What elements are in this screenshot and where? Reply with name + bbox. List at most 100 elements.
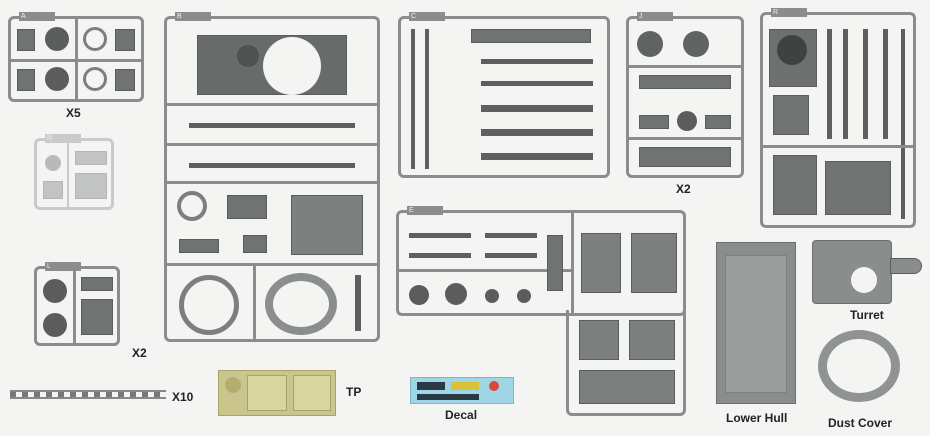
decal-sheet bbox=[410, 377, 514, 404]
cupola bbox=[677, 111, 697, 131]
sprue-letter-a: A bbox=[19, 12, 55, 21]
dust-cover bbox=[818, 330, 900, 402]
fender-part bbox=[189, 123, 355, 128]
track-links bbox=[10, 390, 166, 399]
small-parts bbox=[17, 69, 35, 91]
sprocket bbox=[43, 313, 67, 337]
decal-marking bbox=[451, 382, 479, 390]
track-guard bbox=[409, 233, 471, 238]
round-part bbox=[45, 155, 61, 171]
small-parts bbox=[631, 233, 677, 293]
round-part bbox=[409, 285, 429, 305]
pe-grille bbox=[293, 375, 331, 411]
small-parts bbox=[81, 299, 113, 335]
gun-barrel bbox=[890, 258, 922, 274]
small-parts bbox=[639, 115, 669, 129]
sprue-r: R bbox=[760, 8, 916, 228]
small-parts bbox=[471, 29, 591, 43]
drive-sprocket bbox=[637, 31, 663, 57]
sprue-letter-l: L bbox=[45, 262, 81, 271]
lower-hull bbox=[716, 242, 796, 404]
small-parts bbox=[115, 69, 135, 91]
long-bar bbox=[901, 29, 905, 219]
sprue-b: B bbox=[164, 12, 380, 342]
hatch-ring bbox=[177, 191, 207, 221]
turret-label: Turret bbox=[850, 308, 884, 322]
track-guard bbox=[481, 59, 593, 64]
track-guard bbox=[485, 233, 537, 238]
decal-label: Decal bbox=[445, 408, 478, 422]
engine-fan-grille bbox=[237, 45, 259, 67]
turret bbox=[812, 240, 892, 304]
pe-round-grille bbox=[225, 377, 241, 393]
sprue-runner bbox=[571, 213, 574, 313]
pe-grille bbox=[247, 375, 287, 411]
road-wheel bbox=[45, 67, 69, 91]
small-parts bbox=[17, 29, 35, 51]
road-wheel-ring bbox=[83, 27, 107, 51]
turret-ring-part bbox=[179, 275, 239, 335]
small-parts bbox=[81, 277, 113, 291]
long-bar bbox=[843, 29, 848, 139]
round-part bbox=[445, 283, 467, 305]
round-part bbox=[485, 289, 499, 303]
photo-etch-fret bbox=[218, 370, 336, 416]
small-parts bbox=[639, 147, 731, 167]
sprue-letter-n: N bbox=[45, 134, 81, 143]
track-guard bbox=[481, 81, 593, 86]
long-bar bbox=[883, 29, 888, 139]
sprue-runner bbox=[11, 59, 141, 62]
sprue-runner bbox=[167, 143, 377, 146]
decal-marking bbox=[417, 382, 445, 390]
sprue-runner bbox=[399, 269, 571, 272]
lower-hull-label: Lower Hull bbox=[726, 411, 788, 425]
sprue-runner bbox=[253, 263, 256, 339]
small-parts bbox=[825, 161, 891, 215]
turret-ring-part bbox=[265, 273, 337, 335]
small-parts bbox=[179, 239, 219, 253]
sprue-runner bbox=[167, 181, 377, 184]
sprue-e-extension bbox=[566, 310, 686, 416]
dust-cover-label: Dust Cover bbox=[828, 416, 893, 430]
round-part bbox=[517, 289, 531, 303]
small-parts bbox=[43, 181, 63, 199]
decal-marking bbox=[417, 394, 479, 400]
sprue-letter-r: R bbox=[771, 8, 807, 17]
tracks-multiplier: X10 bbox=[172, 390, 194, 404]
small-parts bbox=[243, 235, 267, 253]
small-parts bbox=[639, 75, 731, 89]
small-parts bbox=[773, 155, 817, 215]
sprue-runner bbox=[629, 137, 741, 140]
long-bar bbox=[863, 29, 868, 139]
small-parts bbox=[773, 95, 809, 135]
small-parts bbox=[579, 370, 675, 404]
drive-sprocket bbox=[683, 31, 709, 57]
sprue-runner bbox=[629, 65, 741, 68]
small-parts bbox=[579, 320, 619, 360]
mantlet-cover bbox=[291, 195, 363, 255]
road-wheel bbox=[45, 27, 69, 51]
turret-opening bbox=[851, 267, 877, 293]
sprue-runner bbox=[67, 141, 69, 207]
sprue-letter-e: E bbox=[407, 206, 443, 215]
sprue-letter-b: B bbox=[175, 12, 211, 21]
long-bar bbox=[425, 29, 429, 169]
fender-part bbox=[189, 163, 355, 168]
long-bar bbox=[411, 29, 415, 169]
decal-roundel bbox=[489, 381, 499, 391]
track-guard bbox=[481, 129, 593, 136]
sprue-a: A bbox=[8, 12, 144, 102]
sprue-j: J bbox=[626, 12, 744, 178]
small-parts bbox=[355, 275, 361, 331]
sprue-letter-c: C bbox=[409, 12, 445, 21]
sprue-l: L bbox=[34, 262, 120, 346]
small-parts bbox=[227, 195, 267, 219]
sprue-runner bbox=[73, 269, 76, 343]
sprue-j-multiplier: X2 bbox=[676, 182, 691, 196]
sprue-runner bbox=[763, 145, 913, 148]
track-guard bbox=[481, 105, 593, 112]
small-parts bbox=[547, 235, 563, 291]
track-guard bbox=[409, 253, 471, 258]
hull-floor bbox=[725, 255, 787, 393]
long-bar bbox=[827, 29, 832, 139]
